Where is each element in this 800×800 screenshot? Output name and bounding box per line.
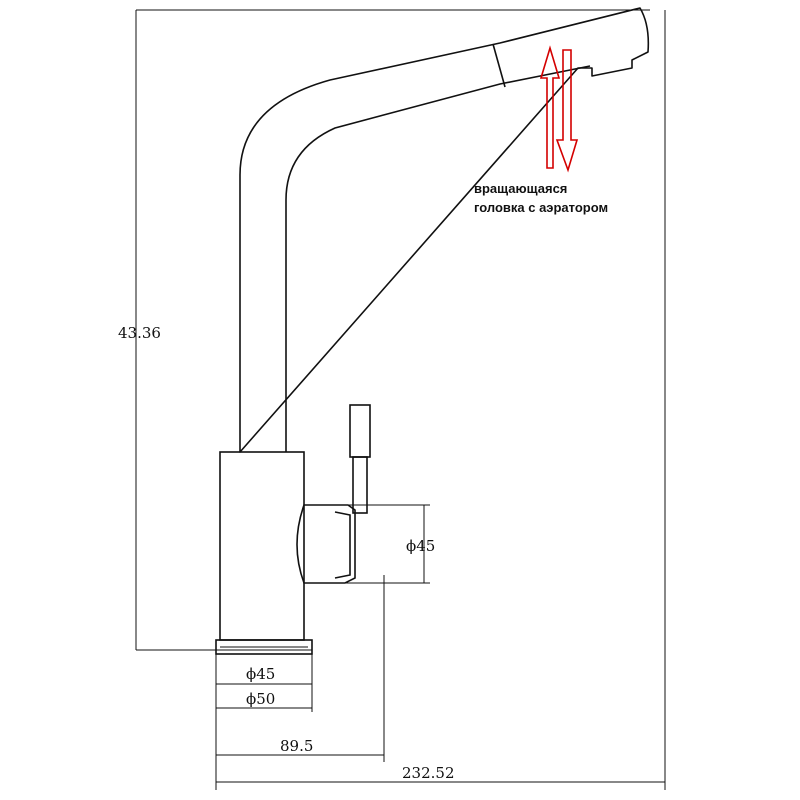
- faucet-body: [215, 451, 313, 655]
- rotation-arrows: [539, 45, 579, 173]
- annotation-line-2: головка с аэратором: [474, 200, 608, 215]
- annotation-line-1: вращающаяся: [474, 181, 567, 196]
- arrow-up-icon: [539, 45, 561, 169]
- arrow-down-icon: [555, 49, 579, 173]
- handle-diameter-label: ϕ45: [406, 537, 435, 555]
- dimension-lines: [135, 9, 666, 790]
- faucet-handle: [296, 404, 371, 584]
- height-dimension-label: 43.36: [118, 324, 161, 342]
- base-outer-diameter-label: ϕ50: [246, 690, 275, 708]
- faucet-spout: [239, 7, 650, 453]
- base-inner-diameter-label: ϕ45: [246, 665, 275, 683]
- spout-offset-label: 89.5: [280, 737, 313, 755]
- total-reach-label: 232.52: [402, 764, 455, 782]
